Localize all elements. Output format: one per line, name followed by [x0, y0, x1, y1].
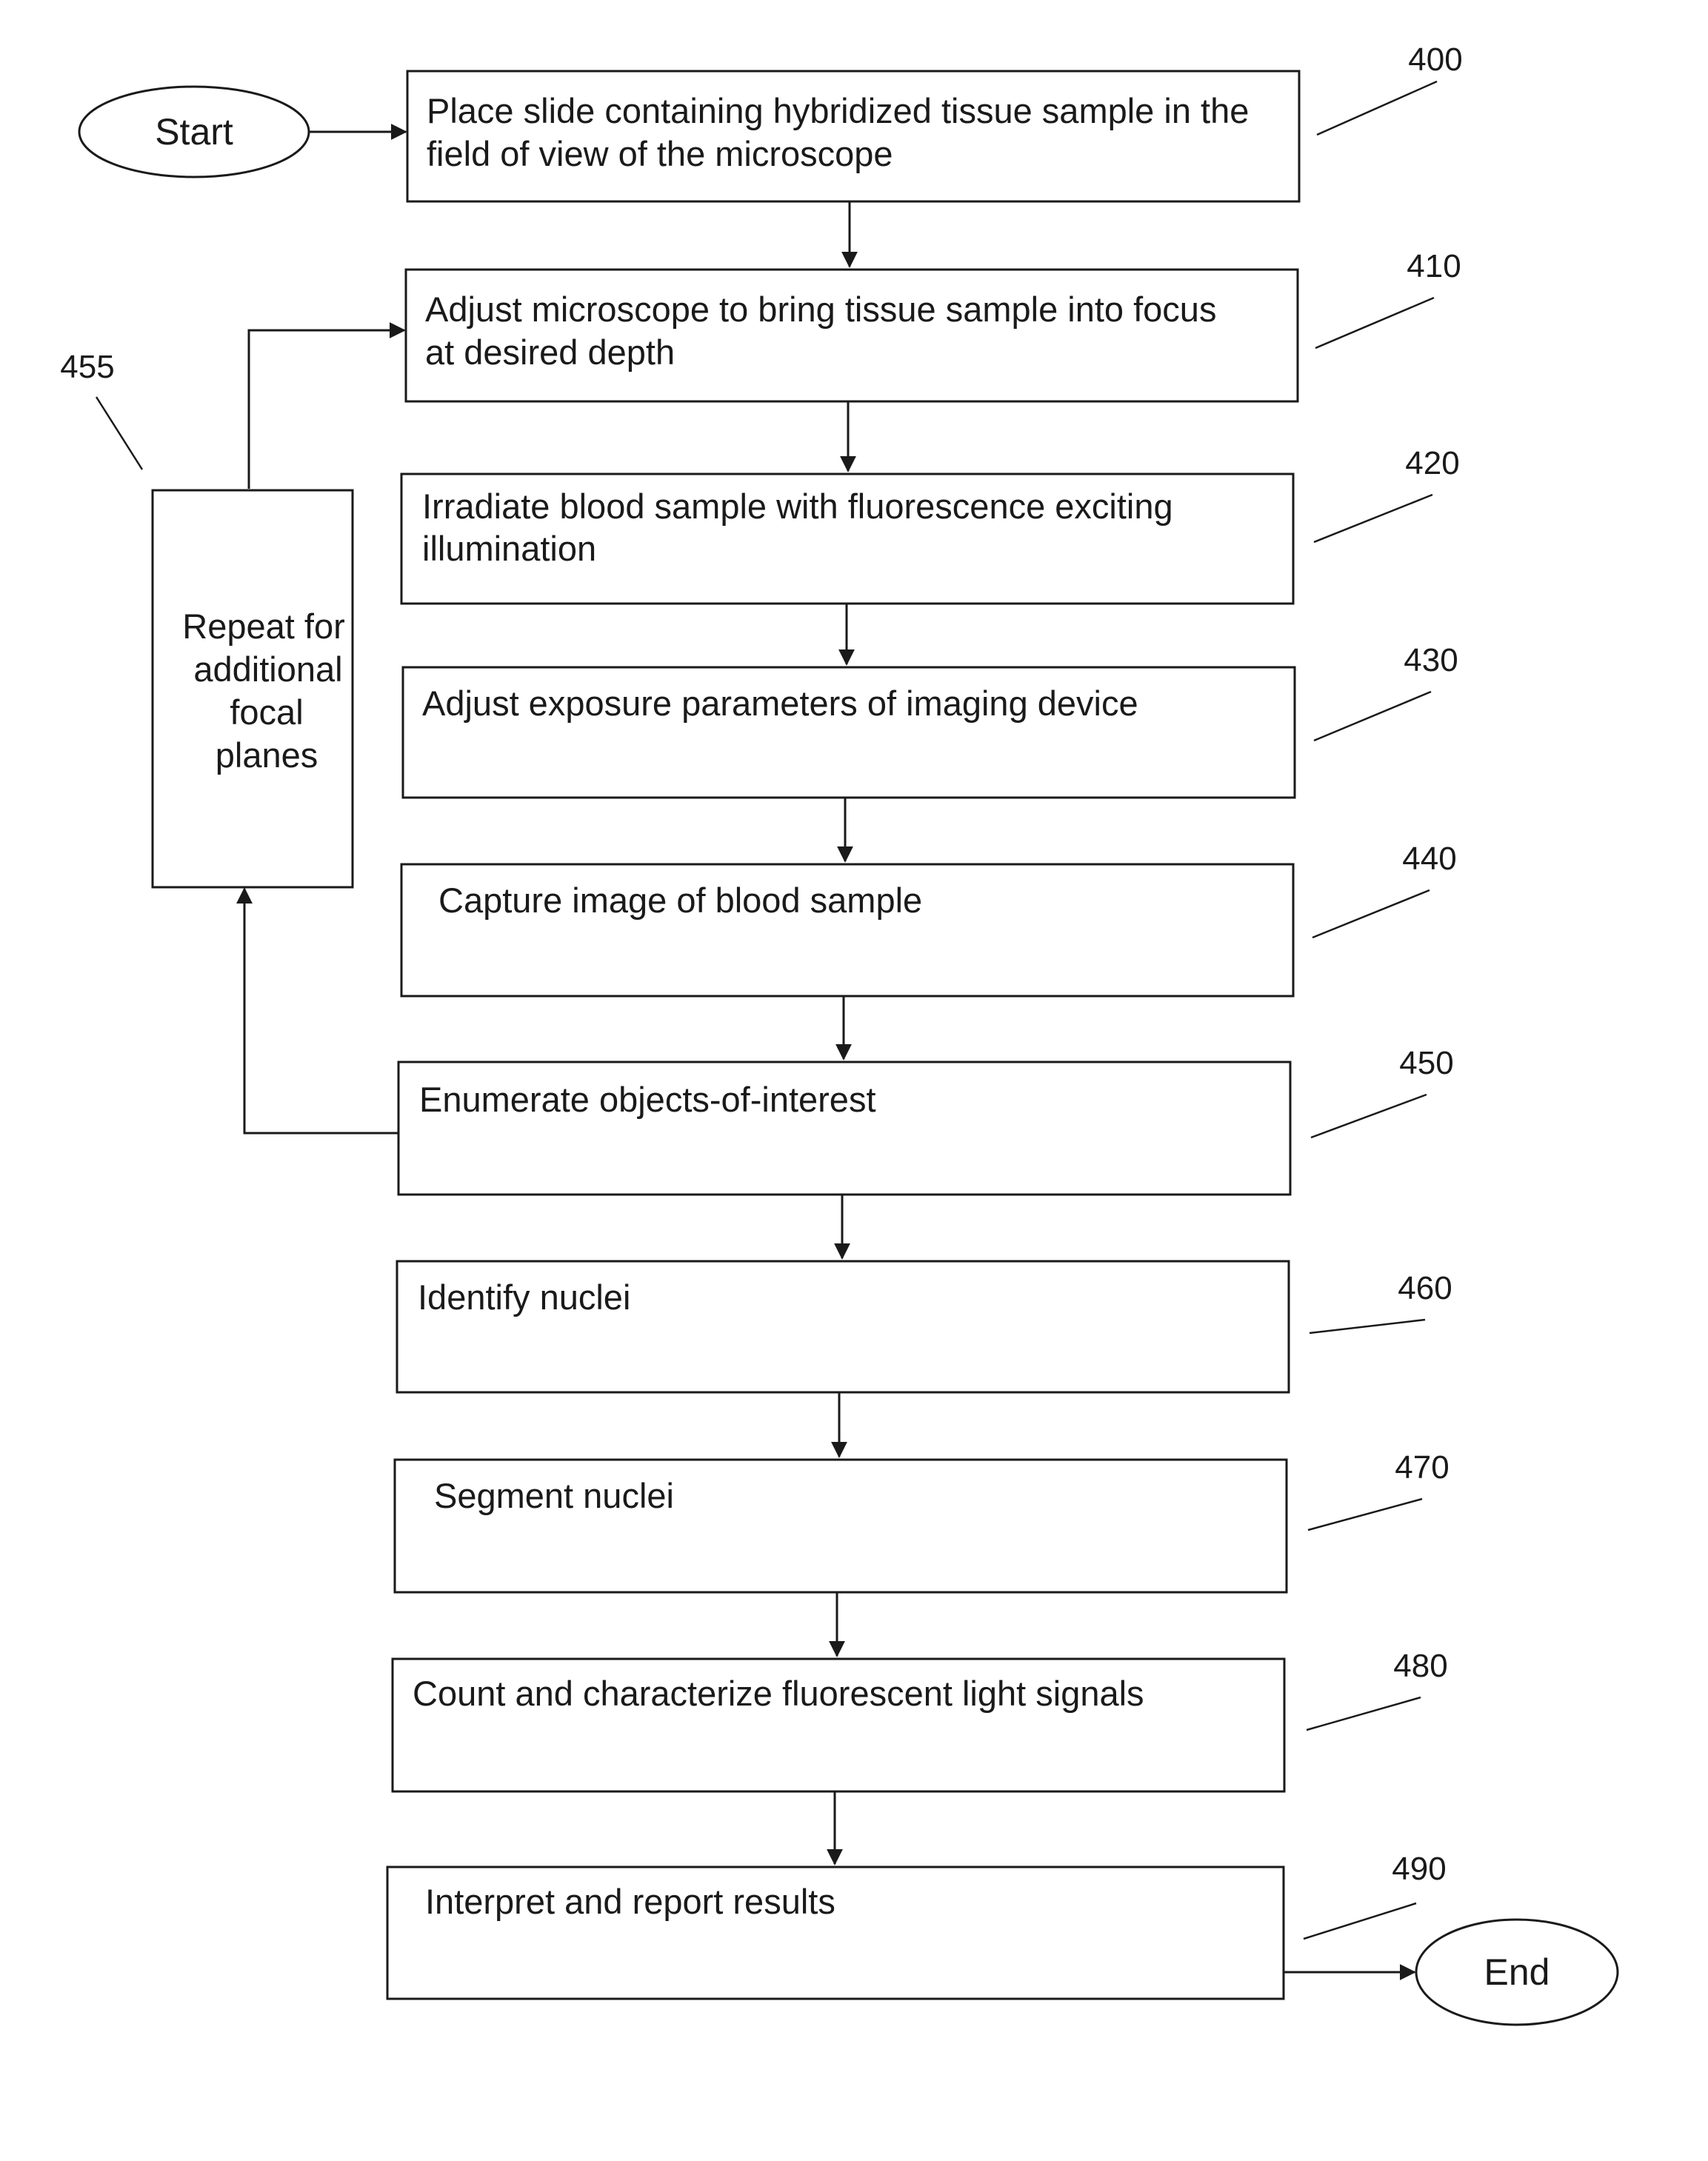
ref-490-label: 490: [1392, 1851, 1446, 1887]
repeat-box-455: Repeat for additional focal planes: [153, 490, 353, 887]
ref-410: 410: [1315, 248, 1461, 348]
ref-420-leader: [1314, 495, 1432, 542]
ref-430-label: 430: [1404, 642, 1458, 678]
ref-430: 430: [1314, 642, 1458, 741]
step-box-440: Capture image of blood sample: [401, 864, 1293, 996]
ref-455: 455: [60, 349, 142, 470]
step-box-460: Identify nuclei: [397, 1261, 1289, 1392]
step-410-line-1: Adjust microscope to bring tissue sample…: [425, 290, 1216, 329]
step-470-line-1: Segment nuclei: [434, 1476, 674, 1515]
step-box-420: Irradiate blood sample with fluorescence…: [401, 474, 1293, 604]
step-box-430: Adjust exposure parameters of imaging de…: [403, 667, 1295, 798]
step-410-line-2: at desired depth: [425, 333, 675, 372]
step-450-line-1: Enumerate objects-of-interest: [419, 1080, 876, 1119]
ref-480-label: 480: [1393, 1648, 1447, 1684]
ref-440: 440: [1312, 841, 1457, 938]
repeat-line-3: focal: [230, 692, 303, 732]
step-400-line-1: Place slide containing hybridized tissue…: [427, 91, 1249, 130]
end-terminal: End: [1416, 1920, 1618, 2025]
ref-470: 470: [1308, 1449, 1450, 1530]
ref-450-label: 450: [1399, 1045, 1453, 1081]
ref-440-label: 440: [1402, 841, 1456, 877]
ref-450-leader: [1311, 1095, 1427, 1138]
step-460-line-1: Identify nuclei: [418, 1277, 630, 1317]
step-box-480: Count and characterize fluorescent light…: [393, 1659, 1284, 1791]
ref-450: 450: [1311, 1045, 1454, 1138]
repeat-line-4: planes: [216, 735, 318, 775]
arrow-450-to-loop: [244, 889, 398, 1133]
step-430-line-1: Adjust exposure parameters of imaging de…: [422, 684, 1138, 723]
ref-430-leader: [1314, 692, 1431, 741]
repeat-line-1: Repeat for: [182, 607, 344, 646]
ref-400-label: 400: [1408, 41, 1462, 78]
ref-490: 490: [1304, 1851, 1447, 1939]
step-490-line-1: Interpret and report results: [425, 1882, 835, 1921]
step-440-line-1: Capture image of blood sample: [438, 881, 922, 920]
ref-400: 400: [1317, 41, 1463, 135]
step-480-line-1: Count and characterize fluorescent light…: [413, 1674, 1144, 1713]
ref-400-leader: [1317, 81, 1437, 135]
arrow-loop-to-410: [249, 330, 404, 489]
ref-460-leader: [1310, 1320, 1425, 1333]
step-box-400: Place slide containing hybridized tissue…: [407, 71, 1299, 201]
ref-460-label: 460: [1398, 1270, 1452, 1306]
ref-440-leader: [1312, 890, 1430, 938]
start-label: Start: [155, 111, 233, 153]
step-420-line-1: Irradiate blood sample with fluorescence…: [422, 487, 1173, 526]
ref-455-label: 455: [60, 349, 114, 385]
step-box-410: Adjust microscope to bring tissue sample…: [406, 270, 1298, 401]
step-box-490: Interpret and report results: [387, 1867, 1284, 1999]
ref-410-leader: [1315, 298, 1434, 348]
step-400-line-2: field of view of the microscope: [427, 134, 893, 173]
ref-460: 460: [1310, 1270, 1452, 1333]
ref-410-label: 410: [1407, 248, 1461, 284]
ref-490-leader: [1304, 1903, 1416, 1939]
start-terminal: Start: [79, 87, 309, 177]
step-420-line-2: illumination: [422, 529, 596, 568]
repeat-line-2: additional: [193, 649, 342, 689]
ref-480: 480: [1307, 1648, 1448, 1730]
ref-420-label: 420: [1405, 445, 1459, 481]
step-box-450: Enumerate objects-of-interest: [398, 1062, 1290, 1195]
step-box-470: Segment nuclei: [395, 1460, 1287, 1592]
end-label: End: [1484, 1951, 1550, 1993]
ref-480-leader: [1307, 1697, 1421, 1730]
ref-470-leader: [1308, 1499, 1422, 1530]
ref-420: 420: [1314, 445, 1460, 542]
ref-455-leader: [96, 397, 142, 470]
ref-470-label: 470: [1395, 1449, 1449, 1486]
